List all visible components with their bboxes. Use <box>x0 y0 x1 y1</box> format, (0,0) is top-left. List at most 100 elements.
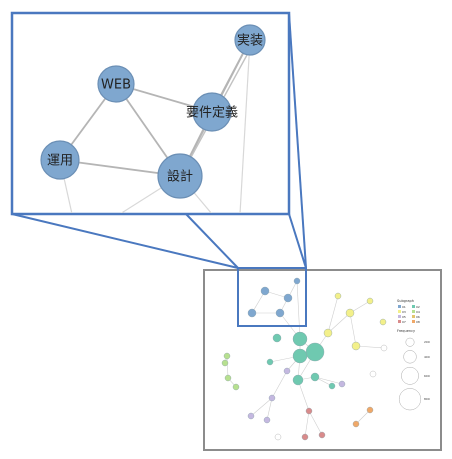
zoom-node-circle <box>157 153 203 199</box>
zoom-node-circle <box>40 140 80 180</box>
overview-node <box>293 277 301 285</box>
overview-node <box>380 344 388 352</box>
overview-edge <box>308 410 323 436</box>
overview-edge <box>314 376 343 385</box>
overview-node <box>224 374 232 382</box>
legend-swatch <box>398 320 401 323</box>
overview-edge <box>327 312 351 334</box>
overview-node <box>283 367 291 375</box>
overview-highlight-box <box>237 267 307 327</box>
overview-edge <box>250 397 273 417</box>
legend-category-label: 08 <box>416 320 420 324</box>
legend-frequency-label: 800 <box>424 397 430 401</box>
zoom-node-label: 設計 <box>167 169 193 185</box>
zoom-node-jisso[interactable]: 実装 <box>234 24 266 56</box>
overview-node <box>292 331 308 347</box>
legend-swatch <box>398 305 401 308</box>
legend-category-label: 06 <box>416 315 420 319</box>
overview-edge <box>349 312 357 347</box>
callout-line-top <box>288 12 307 269</box>
overview-node <box>328 382 336 390</box>
zoom-node-label: 実装 <box>237 33 263 49</box>
overview-node <box>352 420 360 428</box>
overview-node <box>334 292 342 300</box>
overview-node <box>369 370 377 378</box>
legend-swatch <box>412 320 415 323</box>
overview-node <box>247 412 255 420</box>
legend-frequency-circle <box>405 337 415 347</box>
zoom-node-label: 要件定義 <box>186 105 238 121</box>
overview-edge <box>355 409 371 425</box>
overview-node <box>379 318 387 326</box>
overview-node <box>318 431 326 439</box>
overview-node <box>232 383 240 391</box>
overview-node <box>274 433 282 441</box>
legend-frequency-circle <box>403 350 417 364</box>
overview-node <box>305 342 325 362</box>
overview-node <box>305 407 313 415</box>
overview-node <box>247 308 257 318</box>
overview-node <box>223 352 231 360</box>
legend-category-label: 03 <box>402 310 406 314</box>
overview-node <box>301 433 309 441</box>
overview-node <box>351 341 361 351</box>
legend-frequency-title: Frequency <box>397 329 415 333</box>
zoom-node-youken[interactable]: 要件定義 <box>186 92 238 132</box>
legend-frequency-label: 200 <box>424 340 430 344</box>
legend-swatch <box>398 310 401 313</box>
overview-node <box>283 293 293 303</box>
overview-node <box>338 380 346 388</box>
legend-swatch <box>412 305 415 308</box>
legend-swatch <box>398 315 401 318</box>
overview-node <box>310 372 320 382</box>
overview-node <box>266 358 274 366</box>
overview-edge <box>271 370 288 399</box>
overview-node <box>323 328 333 338</box>
overview-node <box>263 416 271 424</box>
overview-node <box>221 359 229 367</box>
legend-category-label: 04 <box>416 310 420 314</box>
overview-node <box>345 308 355 318</box>
zoom-node-circle <box>234 24 266 56</box>
overview-edge <box>296 280 301 340</box>
legend-category-label: 02 <box>416 305 420 309</box>
zoom-edge-offscreen <box>239 39 251 213</box>
overview-node <box>260 286 270 296</box>
callout-line-right <box>288 213 307 269</box>
callout-line-left <box>11 213 239 269</box>
zoom-node-label: 運用 <box>47 154 73 169</box>
overview-node <box>292 348 308 364</box>
callout-line-mid <box>185 213 239 269</box>
zoom-node-circle <box>97 65 135 103</box>
zoom-node-label: WEB <box>101 78 131 93</box>
overview-edge <box>327 295 339 334</box>
overview-edge <box>355 345 385 349</box>
legend-category-title: Subgraph <box>397 299 414 303</box>
callout-connectors <box>11 12 307 269</box>
overview-node <box>268 394 276 402</box>
overview-edge <box>226 355 229 379</box>
overview-node <box>275 308 285 318</box>
overview-node <box>292 374 304 386</box>
overview-edge <box>297 379 310 412</box>
legend-category-label: 05 <box>402 315 406 319</box>
overview-node <box>366 297 374 305</box>
legend-frequency-circle <box>398 388 422 411</box>
overview-node <box>272 333 282 343</box>
overview-node <box>366 406 374 414</box>
legend-frequency-label: 600 <box>424 374 430 378</box>
legend-frequency-label: 400 <box>424 355 430 359</box>
legend-category-label: 01 <box>402 305 406 309</box>
legend-frequency-circle <box>401 366 419 385</box>
zoom-node-sekkei[interactable]: 設計 <box>157 153 203 199</box>
overview-frame <box>203 269 442 451</box>
legend-swatch <box>412 315 415 318</box>
zoom-node-web[interactable]: WEB <box>97 65 135 103</box>
overview-edge <box>266 397 273 421</box>
zoom-node-unyou[interactable]: 運用 <box>40 140 80 180</box>
